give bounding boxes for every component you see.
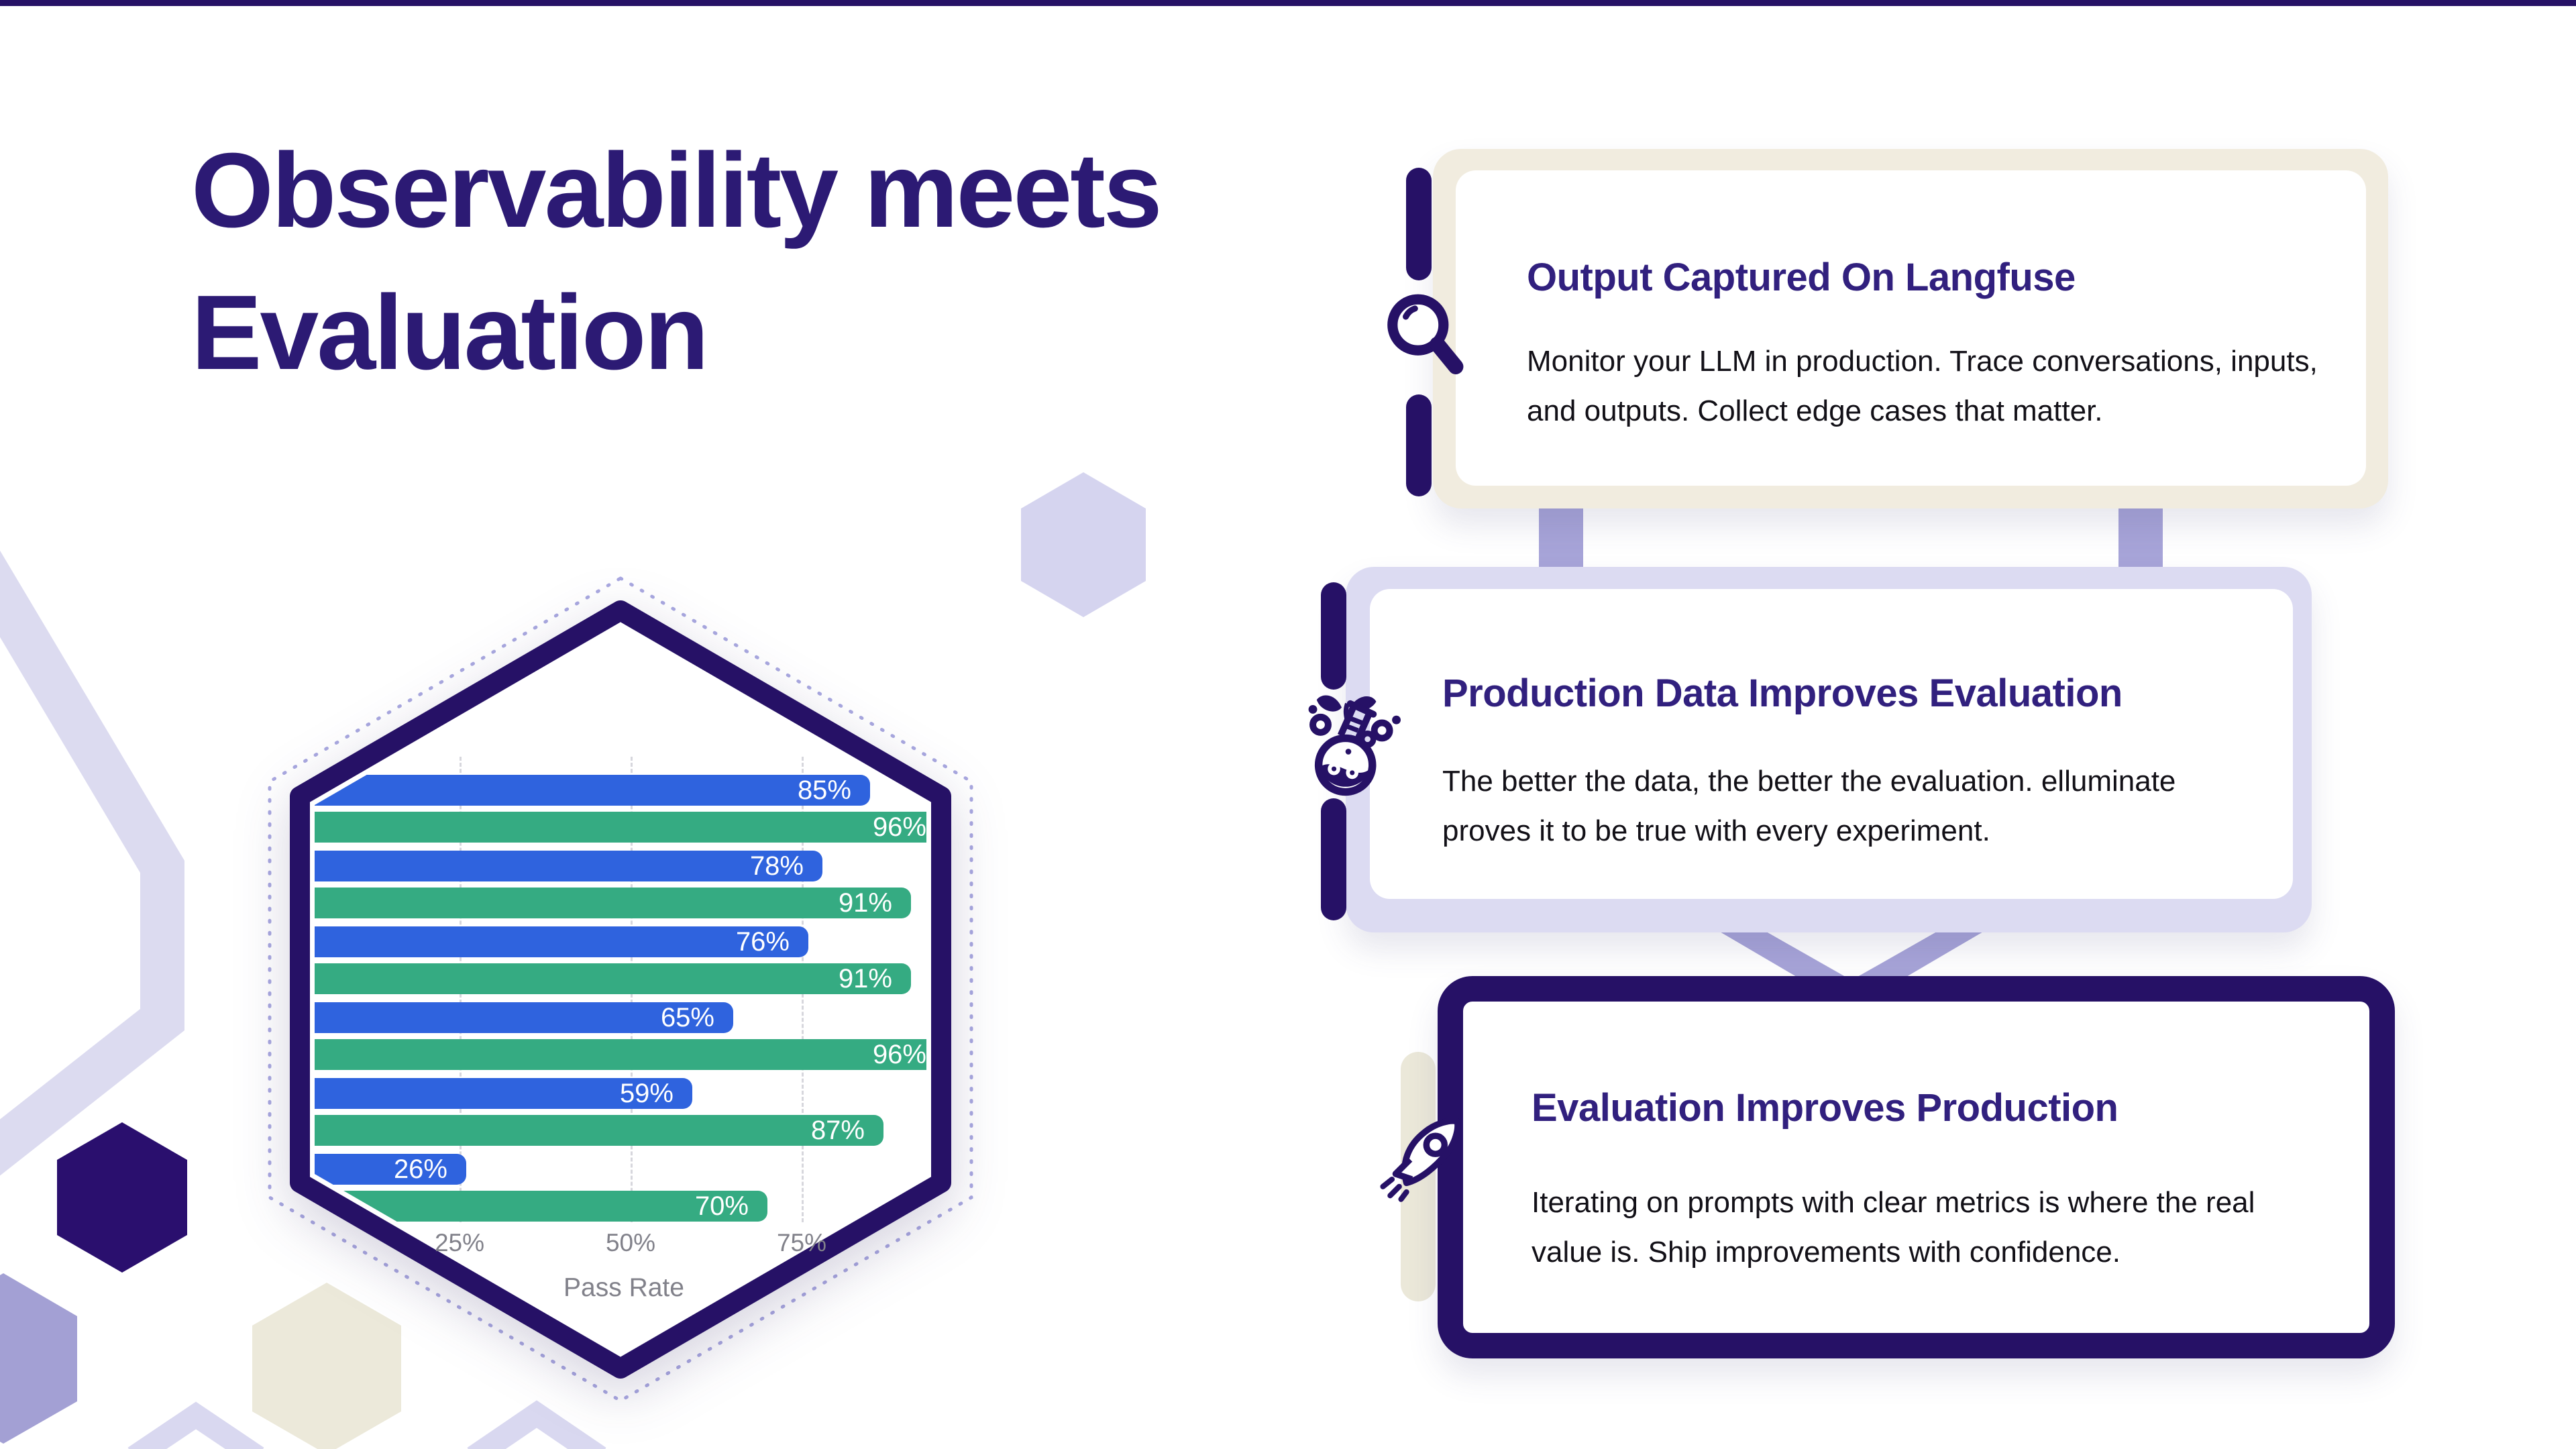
hexagon-solid-navy	[57, 1122, 187, 1273]
bar: 85%	[315, 775, 870, 806]
flask-plant-icon	[1297, 688, 1413, 800]
card-production-data-panel	[1370, 589, 2293, 899]
card-output-captured-panel	[1456, 170, 2366, 486]
bar-value-label: 70%	[694, 1191, 749, 1221]
x-tick-label: 50%	[605, 1229, 656, 1256]
page-title-line-1: Observability meets	[191, 131, 1163, 250]
card-body: Iterating on prompts with clear metrics …	[1532, 1186, 2255, 1269]
bar: 76%	[315, 926, 808, 957]
card-body: Monitor your LLM in production. Trace co…	[1527, 345, 2318, 427]
bar: 87%	[315, 1115, 883, 1146]
bar: 65%	[315, 1002, 733, 1033]
card-production-data: Production Data Improves Evaluation The …	[1346, 567, 2312, 932]
x-axis-title: Pass Rate	[564, 1273, 684, 1302]
page-title-line-2: Evaluation	[191, 274, 709, 392]
bar-value-label: 87%	[810, 1115, 865, 1145]
bar-value-label: 59%	[619, 1078, 674, 1108]
connector-bar-right	[2118, 503, 2163, 577]
top-accent-bar	[0, 0, 2576, 6]
bar: 91%	[315, 963, 911, 994]
bar-value-label: 96%	[872, 812, 926, 842]
hexagon-solid-lavender	[1021, 472, 1146, 617]
bar-value-label: 91%	[838, 888, 892, 918]
connector-bar-left	[1539, 503, 1583, 577]
bar-value-label: 96%	[872, 1039, 926, 1069]
large-hexagon-outline	[0, 550, 184, 1176]
bar-value-label: 76%	[735, 926, 790, 957]
page-title: Observability meets Evaluation	[191, 119, 1332, 404]
card2-accent-pill-bottom	[1321, 798, 1346, 920]
card-evaluation-improves: Evaluation Improves Production Iterating…	[1438, 976, 2395, 1358]
card-title: Evaluation Improves Production	[1532, 1086, 2118, 1130]
bar: 26%	[315, 1154, 466, 1185]
hexagon-chevron-bottom-left	[127, 1401, 264, 1449]
card-title: Output Captured On Langfuse	[1527, 256, 2076, 299]
bar: 91%	[315, 888, 911, 918]
bar-value-label: 85%	[797, 775, 851, 805]
card-title: Production Data Improves Evaluation	[1442, 672, 2123, 715]
hexagon-solid-beige	[252, 1283, 401, 1449]
bar-value-label: 65%	[660, 1002, 714, 1032]
card1-accent-pill-top	[1406, 168, 1432, 280]
bar: 70%	[315, 1191, 767, 1222]
rocket-icon	[1374, 1107, 1483, 1216]
bar: 96%	[315, 812, 926, 843]
card-output-captured: Output Captured On Langfuse Monitor your…	[1433, 149, 2388, 508]
bar: 59%	[315, 1078, 692, 1109]
card-body: The better the data, the better the eval…	[1442, 765, 2176, 847]
hexagon-chevron-bottom-mid	[467, 1400, 606, 1449]
x-tick-label: 75%	[776, 1229, 827, 1256]
bar: 78%	[315, 851, 822, 881]
bar: 96%	[315, 1039, 926, 1070]
hexagon-solid-periwinkle	[0, 1273, 77, 1444]
search-icon	[1377, 287, 1479, 389]
card2-accent-pill-top	[1321, 582, 1346, 690]
bar-value-label: 26%	[393, 1154, 447, 1184]
bar-value-label: 91%	[838, 963, 892, 994]
x-tick-label: 25%	[434, 1229, 485, 1256]
card1-accent-pill-bottom	[1406, 394, 1432, 496]
bar-value-label: 78%	[749, 851, 804, 881]
